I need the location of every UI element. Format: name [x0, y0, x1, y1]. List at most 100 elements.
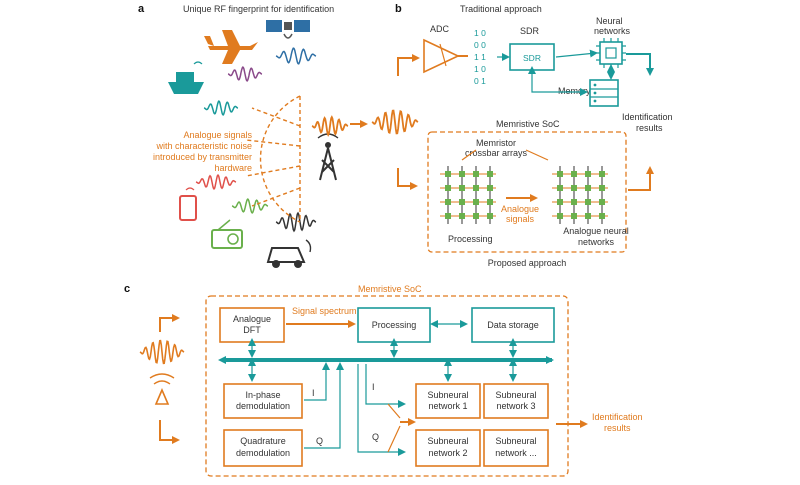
memristor-cell [585, 171, 591, 177]
memristor-cell [487, 199, 493, 205]
wave-input-c [139, 339, 185, 365]
radio-icon [211, 219, 243, 249]
analogue-dft-label-1: Analogue [233, 314, 271, 324]
memristor-cell [445, 213, 451, 219]
antenna-icon [149, 373, 175, 405]
memristor-cell [459, 213, 465, 219]
i-label-right: I [372, 382, 375, 392]
bits-row-4: 1 0 [474, 64, 486, 74]
sdr-title: SDR [520, 26, 540, 36]
wave-car [275, 211, 317, 233]
identification-results-c-1: Identification [592, 412, 643, 422]
memristor-cell [473, 185, 479, 191]
subneural-network-3-box [483, 383, 549, 419]
subneural-1-label-2: network 1 [428, 401, 467, 411]
analogue-signals-label-4: hardware [214, 163, 252, 173]
rf-signal-waves [195, 47, 419, 233]
wave-phone [195, 173, 237, 191]
memristor-cell [445, 185, 451, 191]
analogue-dft-box [219, 307, 285, 343]
q-label-left: Q [316, 436, 323, 446]
wave-merged-1 [311, 115, 349, 137]
memristor-cell [599, 199, 605, 205]
memristor-cell [585, 185, 591, 191]
subneural-3-label-1: Subneural [495, 390, 536, 400]
memristor-cell [571, 213, 577, 219]
memristor-cell [473, 171, 479, 177]
wave-merged-2 [371, 109, 419, 135]
bits-row-2: 0 0 [474, 40, 486, 50]
memristive-soc-title-c: Memristive SoC [358, 284, 422, 294]
subneural-1-label-1: Subneural [427, 390, 468, 400]
memristor-cell [599, 185, 605, 191]
crossbar-array-left [440, 166, 496, 224]
memristor-cell [585, 199, 591, 205]
i-label-left: I [312, 388, 315, 398]
input-arrow-bottom [159, 420, 180, 444]
phone-icon [179, 187, 197, 221]
panel-c-letter: c [124, 283, 130, 295]
neural-networks-label-2: networks [594, 26, 631, 36]
memristor-cell [487, 213, 493, 219]
panel-a-letter: a [138, 3, 145, 15]
subneural-2-label-1: Subneural [427, 436, 468, 446]
analogue-neural-networks-1: Analogue neural [563, 226, 629, 236]
panel-a-title: Unique RF fingerprint for identification [183, 4, 334, 14]
analogue-signals-label-1: Analogue signals [183, 130, 252, 140]
analogue-signals-b-1: Analogue [501, 204, 539, 214]
analogue-neural-networks-2: networks [578, 237, 615, 247]
memristor-cell [459, 185, 465, 191]
subneural-2-label-2: network 2 [428, 448, 467, 458]
memristor-cell [459, 171, 465, 177]
quadrature-label-1: Quadrature [240, 436, 286, 446]
ship-icon [168, 61, 204, 94]
memristor-cell [599, 171, 605, 177]
cell-tower-icon [317, 133, 339, 181]
in-phase-demod-box [223, 383, 303, 419]
bus-connectors [248, 338, 517, 382]
wave-ship [203, 100, 239, 116]
bits-row-3: 1 1 [474, 52, 486, 62]
memristor-cell [459, 199, 465, 205]
adc-label: ADC [430, 24, 450, 34]
memristor-cell [571, 171, 577, 177]
quadrature-demod-box [223, 429, 303, 467]
subneural-3-label-2: network 3 [496, 401, 535, 411]
data-storage-label: Data storage [487, 320, 539, 330]
in-phase-label-1: In-phase [245, 390, 280, 400]
memristor-cell [571, 185, 577, 191]
memristor-cell [557, 199, 563, 205]
neural-chip-icon [596, 38, 626, 68]
memristor-cell [557, 213, 563, 219]
bits-row-1: 1 0 [474, 28, 486, 38]
memristor-cell [557, 185, 563, 191]
memristor-cell [571, 199, 577, 205]
car-icon [266, 239, 312, 268]
identification-results-c-2: results [604, 423, 631, 433]
memory-server-icon [589, 79, 619, 107]
subneural-network-n-box [483, 429, 549, 467]
identification-results-b-1: Identification [622, 112, 673, 122]
neural-networks-label-1: Neural [596, 16, 623, 26]
memristor-cell [473, 199, 479, 205]
in-phase-label-2: demodulation [236, 401, 290, 411]
traditional-input-arrow [397, 54, 420, 76]
memristor-cell [445, 199, 451, 205]
memory-label: Memory [558, 86, 591, 96]
adc-triangle-icon [423, 38, 460, 74]
data-storage-box [471, 307, 555, 343]
wave-satellite [275, 47, 317, 65]
memristive-soc-title-b: Memristive SoC [496, 119, 560, 129]
proposed-output-arrow [628, 166, 654, 191]
analogue-signals-label-3: introduced by transmitter [153, 152, 252, 162]
panel-b-title: Traditional approach [460, 4, 542, 14]
memristor-cell [473, 213, 479, 219]
crossbar-array-right [552, 166, 608, 224]
subneural-network-1-box [415, 383, 481, 419]
panel-b-letter: b [395, 3, 402, 15]
memristor-cell [599, 213, 605, 219]
memristive-soc-box-c [205, 295, 569, 477]
memristor-cell [585, 213, 591, 219]
analogue-signals-b-2: signals [506, 214, 535, 224]
